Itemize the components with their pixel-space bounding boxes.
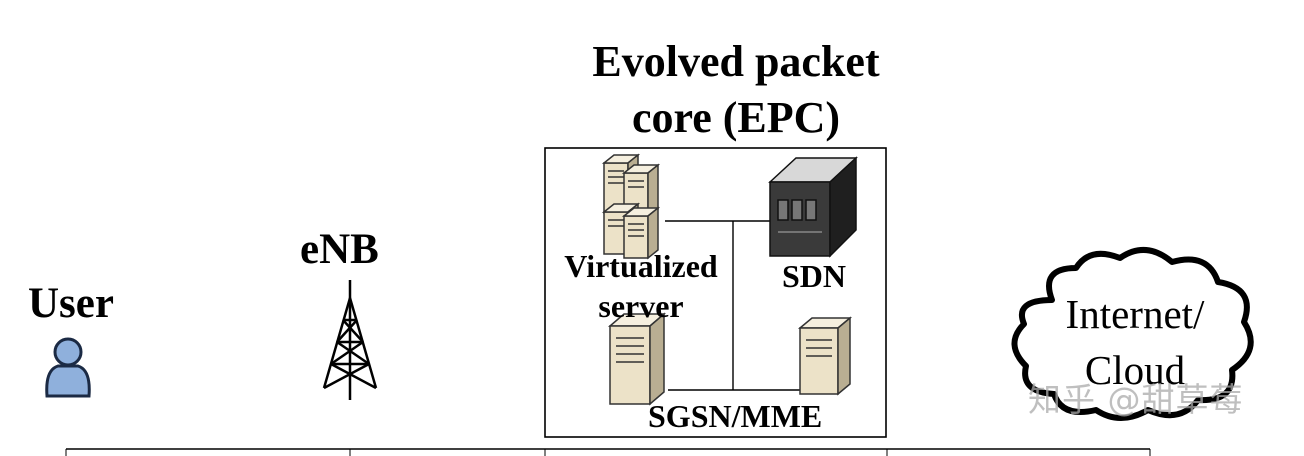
sgsn-server-icon <box>607 312 667 406</box>
epc-title-line2: core (EPC) <box>631 93 841 142</box>
cloud-label-line2: Cloud <box>1084 347 1186 393</box>
sdn-server-icon <box>768 156 858 258</box>
virtualized-server-label: Virtualized server <box>552 246 730 326</box>
epc-links <box>665 220 800 391</box>
server-stack-icon <box>601 153 661 260</box>
tower-icon <box>322 280 378 400</box>
user-icon <box>45 337 91 398</box>
sgsn-mme-label: SGSN/MME <box>648 398 823 434</box>
user-label: User <box>28 280 114 327</box>
enb-label: eNB <box>300 226 379 273</box>
sdn-label: SDN <box>782 258 847 294</box>
epc-box <box>544 147 887 438</box>
virtualized-server-line1: Virtualized <box>564 248 718 284</box>
epc-title: Evolved packet core (EPC) <box>540 34 932 146</box>
mme-server-icon <box>797 316 853 396</box>
baseline <box>65 448 1151 456</box>
virtualized-server-line2: server <box>598 288 684 324</box>
epc-title-line1: Evolved packet <box>592 37 880 86</box>
cloud-icon <box>1011 247 1254 421</box>
cloud-label-line1: Internet/ <box>1065 291 1205 337</box>
cloud-label: Internet/ Cloud <box>1040 286 1230 398</box>
watermark: 知乎 @甜草莓 <box>1028 380 1244 419</box>
